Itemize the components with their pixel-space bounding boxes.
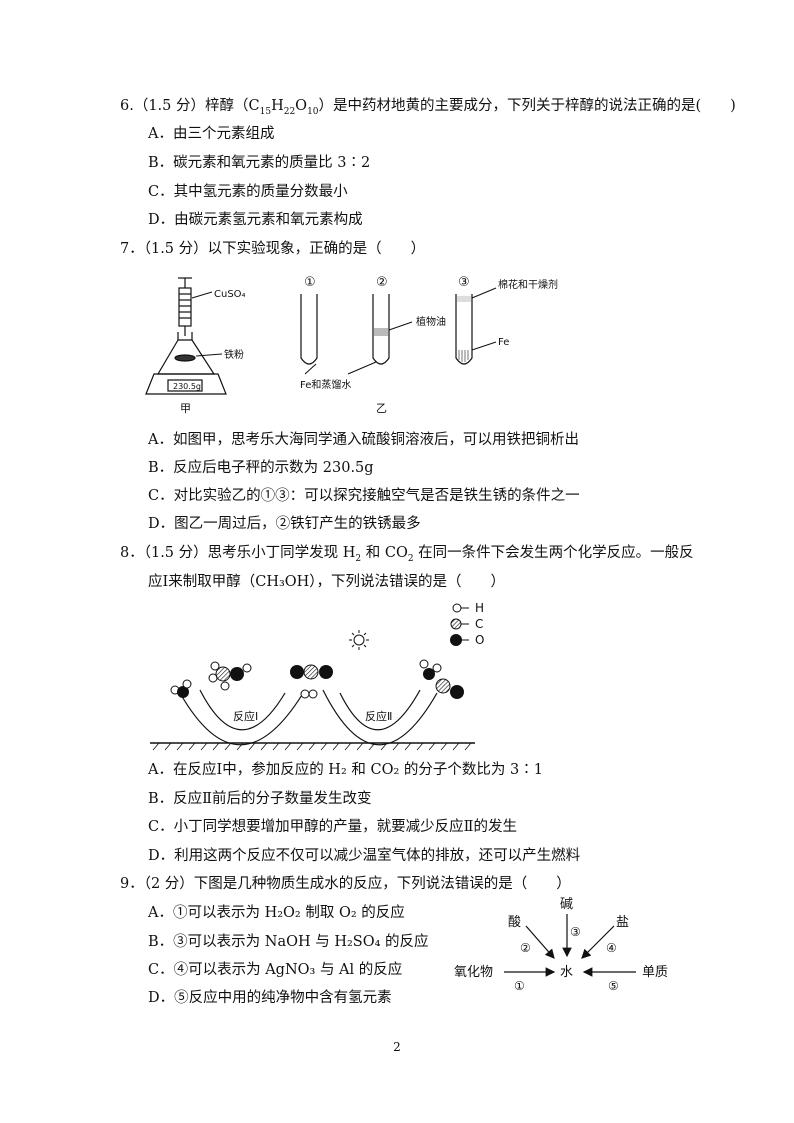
- q7-option-a: A．如图甲，思考乐大海同学通入硫酸铜溶液后，可以用铁把铜析出: [148, 432, 579, 448]
- conical-flask: [156, 332, 216, 375]
- q7-figure: CuSO₄ 铁粉 230.5g 甲 ① ② 植物油 Fe和蒸馏水 乙 ③ 棉花和…: [145, 275, 558, 415]
- iron-powder-label: 铁粉: [224, 348, 244, 361]
- q8-option-c: C．小丁同学想要增加甲醇的产量，就要减少反应Ⅱ的发生: [148, 819, 517, 835]
- surface-hatching: [152, 742, 472, 751]
- q9-option-b: B．③可以表示为 NaOH 与 H₂SO₄ 的反应: [148, 934, 429, 950]
- q8-stem-line2: 应Ⅰ来制取甲醇（CH₃OH），下列说法错误的是（ ）: [148, 574, 506, 590]
- q6-option-d: D．由碳元素氢元素和氧元素构成: [148, 212, 363, 228]
- path-1-number: ①: [514, 979, 525, 993]
- legend-h: H: [475, 601, 484, 615]
- syringe-icon: [178, 277, 192, 336]
- q9-stem: 9．（2 分）下图是几种物质生成水的反应，下列说法错误的是（ ）: [120, 876, 571, 892]
- test-tube-1: [300, 294, 318, 365]
- cuso4-label: CuSO₄: [214, 289, 246, 300]
- element-label: 单质: [642, 965, 668, 980]
- tube-3-number: ③: [458, 275, 470, 290]
- reaction-2-label: 反应Ⅱ: [365, 709, 392, 723]
- sun-icon: [349, 630, 369, 650]
- cotton-desiccant-label: 棉花和干燥剂: [498, 278, 558, 291]
- figure-jia-caption: 甲: [180, 402, 191, 415]
- h2o-molecule-left: [170, 679, 192, 698]
- h2-molecule: [300, 689, 318, 699]
- q8-option-a: A．在反应Ⅰ中，参加反应的 H₂ 和 CO₂ 的分子个数比为 3∶1: [148, 762, 543, 778]
- test-tube-3: [455, 294, 473, 365]
- acid-label: 酸: [508, 915, 521, 930]
- q7-option-b: B．反应后电子秤的示数为 230.5g: [148, 460, 374, 476]
- co-h2o-molecules-right: [419, 659, 464, 699]
- reaction-2-curve-inner: [339, 689, 421, 731]
- q8-figure: H C O 反应Ⅰ 反应Ⅱ: [150, 601, 484, 751]
- q8-stem-line1: 8．（1.5 分）思考乐小丁同学发现 H2 和 CO2 在同一条件下会发生两个化…: [120, 545, 694, 564]
- water-label: 水: [560, 965, 573, 980]
- q6-option-c: C．其中氢元素的质量分数最小: [148, 184, 348, 200]
- oil-label: 植物油: [416, 315, 446, 328]
- tube-1-number: ①: [304, 275, 316, 290]
- methanol-molecule: [208, 661, 252, 691]
- q6-stem: 6.（1.5 分）梓醇（C15H22O10）是中药材地黄的主要成分，下列关于梓醇…: [120, 98, 736, 117]
- path-5-number: ⑤: [608, 979, 619, 993]
- q9-option-d: D．⑤反应中用的纯净物中含有氢元素: [148, 990, 392, 1006]
- co2-molecule: [290, 664, 333, 680]
- electronic-scale: [145, 373, 227, 395]
- base-label: 碱: [560, 897, 573, 912]
- q6-option-b: B．碳元素和氧元素的质量比 3∶2: [148, 155, 371, 171]
- path-3-number: ③: [570, 925, 581, 939]
- scale-reading: 230.5g: [173, 382, 201, 391]
- oil-layer: [374, 328, 388, 336]
- cotton-plug: [457, 296, 471, 302]
- q6-option-a: A．由三个元素组成: [148, 126, 275, 142]
- figure-yi-caption: 乙: [376, 402, 387, 415]
- water-label: Fe和蒸馏水: [300, 378, 351, 391]
- reaction-1-label: 反应Ⅰ: [233, 709, 258, 723]
- q7-option-d: D．图乙一周过后，②铁钉产生的铁锈最多: [148, 516, 421, 532]
- molecule-legend: H C O: [450, 601, 484, 647]
- arrow-salt-to-water: [581, 925, 615, 959]
- path-2-number: ②: [520, 941, 531, 955]
- reaction-2-curve-outer: [322, 689, 438, 746]
- q7-option-c: C．对比实验乙的①③：可以探究接触空气是否是铁生锈的条件之一: [148, 488, 580, 504]
- q9-diagram: 酸 碱 盐 氧化物 水 单质 ② ③ ④ ① ⑤: [454, 897, 668, 993]
- q9-option-c: C．④可以表示为 AgNO₃ 与 Al 的反应: [148, 962, 403, 978]
- legend-c: C: [475, 617, 483, 631]
- reaction-1-curve-outer: [179, 689, 306, 746]
- salt-label: 盐: [616, 915, 629, 930]
- q8-option-d: D．利用这两个反应不仅可以减少温室气体的排放，还可以产生燃料: [148, 848, 581, 864]
- legend-o: O: [475, 633, 484, 647]
- arrow-acid-to-water: [525, 925, 555, 959]
- path-4-number: ④: [606, 941, 617, 955]
- reaction-1-curve-inner: [199, 689, 286, 731]
- page-number: 2: [393, 1040, 401, 1054]
- q8-option-b: B．反应Ⅱ前后的分子数量发生改变: [148, 791, 372, 807]
- test-tube-2: [372, 294, 390, 365]
- oxide-label: 氧化物: [454, 965, 493, 980]
- iron-nail: [458, 350, 469, 362]
- q9-option-a: A．①可以表示为 H₂O₂ 制取 O₂ 的反应: [148, 905, 405, 921]
- fe-label: Fe: [498, 337, 509, 348]
- tube-2-number: ②: [376, 275, 388, 290]
- q7-stem: 7．（1.5 分）以下实验现象，正确的是（ ）: [120, 241, 426, 257]
